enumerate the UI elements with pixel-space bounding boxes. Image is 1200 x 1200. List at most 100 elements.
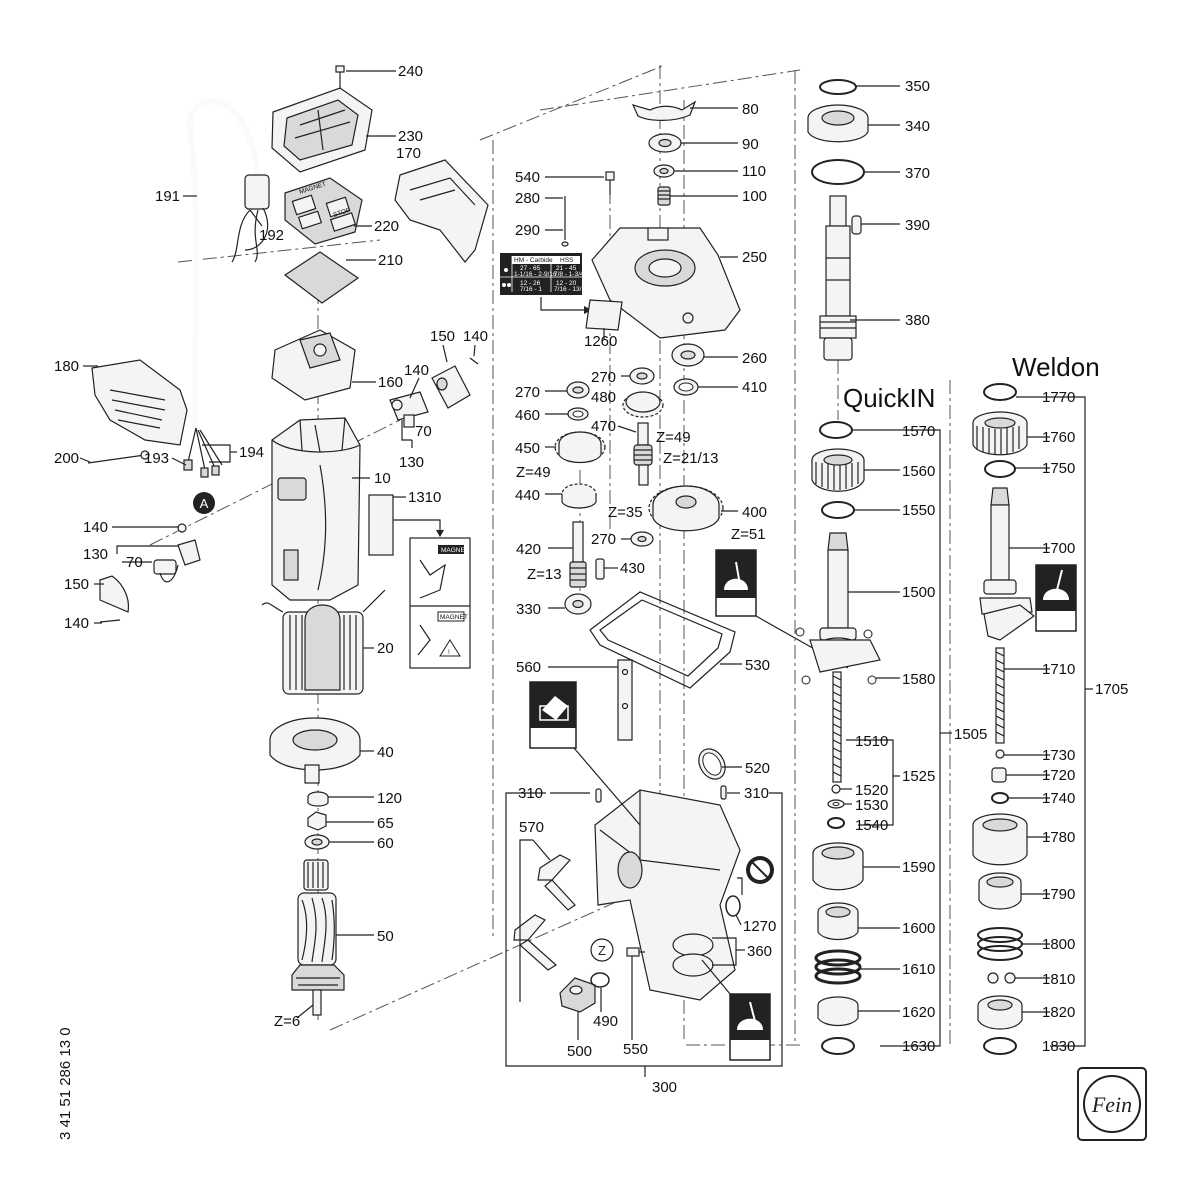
fein-logo-text: Fein [1091,1092,1132,1117]
label-1810: 1810 [1042,971,1075,988]
label-340: 340 [905,118,930,135]
label-430: 430 [620,560,645,577]
label-1270: 1270 [743,918,776,935]
label-440: 440 [515,487,540,504]
label-570: 570 [519,819,544,836]
sleeve-1590 [812,842,864,891]
label-1590: 1590 [902,859,935,876]
label-1310 [368,494,394,556]
label-500: 500 [567,1043,592,1060]
label-270-left: 270 [515,384,540,401]
sleeve-1780 [972,813,1028,866]
label-194: 194 [239,444,264,461]
label-1705: 1705 [1095,681,1128,698]
gear-440 [561,483,597,509]
handle-570-upper [537,854,576,911]
table-row2-carbide: 12 - 26 [520,280,541,287]
label-1780: 1780 [1042,829,1075,846]
label-150-left: 150 [64,576,89,593]
label-170: 170 [396,145,421,162]
knurled-sleeve-1560 [811,448,865,492]
brush-holder-left [153,523,201,583]
marker-a: A [200,496,209,511]
washer-1530 [827,799,845,809]
keypad-cover-230 [271,87,373,173]
label-470: 470 [591,418,616,435]
label-300: 300 [652,1079,677,1096]
label-380: 380 [905,312,930,329]
shaft-420 [569,521,587,588]
oring-1750 [984,460,1016,478]
marker-a-circle [193,492,215,514]
magnet-button-150 [431,365,471,409]
spring-1800 [977,927,1023,961]
screw-290 [561,196,569,247]
label-80: 80 [742,101,759,118]
label-z35: Z=35 [608,504,643,521]
ring-410 [673,378,699,396]
label-192: 192 [259,227,284,244]
label-1740: 1740 [1042,790,1075,807]
heading-quickin: QuickIN [843,383,935,413]
gear-400 [648,485,724,532]
warning-label-1: MAGNET [441,547,469,554]
label-1260: 1260 [584,333,617,350]
label-1310: 1310 [408,489,441,506]
label-z49-left: Z=49 [516,464,551,481]
bearing-260 [671,343,705,367]
label-1560: 1560 [902,463,935,480]
washer-1720 [991,767,1007,783]
gearbox-housing-300 [594,789,741,1001]
label-1790: 1790 [1042,886,1075,903]
knurled-sleeve-1760 [972,411,1028,456]
pin-310-left [595,788,602,803]
label-1520: 1520 [855,782,888,799]
label-1505: 1505 [954,726,987,743]
label-140-left: 140 [83,519,108,536]
label-480: 480 [591,389,616,406]
spring-100 [657,186,671,206]
label-1800: 1800 [1042,936,1075,953]
circlip-1770 [983,383,1017,401]
label-90: 90 [742,136,759,153]
clamp-80 [631,100,697,121]
ring-110 [653,164,675,178]
keypad-220: MAGNET STOP [284,177,363,245]
ejector-spring-1510 [832,671,842,783]
document-number: 3 41 51 286 13 0 [57,1027,74,1140]
label-1770: 1770 [1042,389,1075,406]
label-540: 540 [515,169,540,186]
label-1700: 1700 [1042,540,1075,557]
motor-housing-10 [271,417,361,601]
circlip-1540 [827,817,845,829]
label-10: 10 [374,470,391,487]
ball-1730 [995,749,1005,759]
label-460: 460 [515,407,540,424]
label-150-top: 150 [430,328,455,345]
label-230: 230 [398,128,423,145]
label-490: 490 [593,1013,618,1030]
bearing-270-top [629,367,655,385]
key-390 [851,215,862,235]
gib-560 [617,659,633,741]
label-400: 400 [742,504,767,521]
label-z13: Z=13 [527,566,562,583]
sleeve-1820 [977,995,1023,1030]
lever-1580 [795,627,881,685]
table-row1-hss-in: 7/8 - 1-3/4 [554,271,584,278]
label-70-top: 70 [415,423,432,440]
bearing-340 [807,104,869,143]
gear-480 [622,391,664,418]
label-1510: 1510 [855,733,888,750]
cutting-capacity-table: HM - Carbide HSS 27 - 65 1-1/16 - 2-9/16… [500,253,589,295]
bracket-lines [116,396,1093,1077]
label-100: 100 [742,188,767,205]
label-390: 390 [905,217,930,234]
part-labels: 240 230 170 191 192 220 210 180 160 150 … [54,63,1128,1096]
label-1260 [585,299,623,331]
label-220: 220 [374,218,399,235]
label-1760: 1760 [1042,429,1075,446]
arbor-1700 [979,487,1036,641]
sleeve-1790 [978,872,1022,910]
